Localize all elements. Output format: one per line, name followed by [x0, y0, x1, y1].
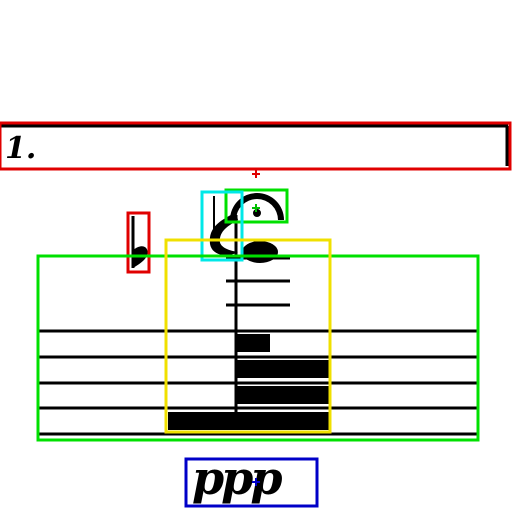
- note-block: [168, 412, 330, 430]
- staff-box: [36, 254, 480, 442]
- marker-icon: [252, 478, 260, 486]
- flag-box: [200, 190, 244, 262]
- volta-number: 1.: [5, 131, 36, 166]
- note-block: [236, 386, 330, 404]
- volta-box: [0, 121, 512, 171]
- annotation-overlay: [0, 121, 512, 508]
- flat-accidental-icon: [131, 216, 148, 268]
- notes-box: [164, 238, 332, 434]
- marker-icon: [252, 204, 260, 212]
- eighth-flag-icon: [209, 196, 238, 256]
- note-cluster: [168, 334, 330, 430]
- dynamic-box: [184, 457, 319, 508]
- fermata-box: [224, 188, 289, 224]
- volta-bracket: 1.: [0, 124, 509, 166]
- center-markers: [252, 170, 260, 486]
- notehead: [242, 241, 278, 263]
- note-block: [236, 360, 330, 378]
- staff: [38, 329, 478, 436]
- flat-box: [126, 211, 151, 274]
- marker-icon: [252, 170, 260, 178]
- note-block: [236, 334, 270, 352]
